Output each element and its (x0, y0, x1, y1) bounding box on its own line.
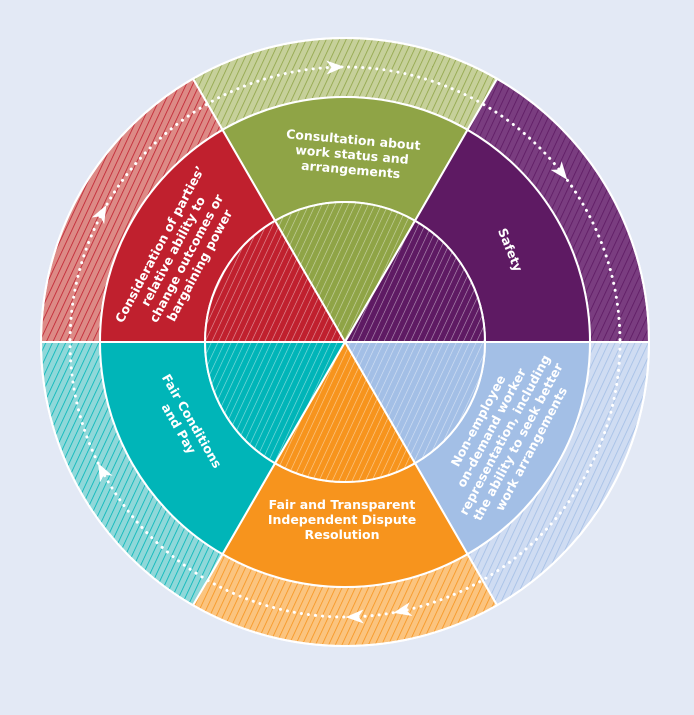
inner-hatched-wedge (273, 339, 417, 483)
inner-hatched-wedge (203, 341, 347, 465)
direction-arrow-icon (345, 609, 364, 624)
inner-hatched-wedge (343, 219, 487, 343)
label-line: Fair and Transparent (269, 497, 416, 512)
label-line: Resolution (304, 527, 379, 542)
inner-hatched-wedge (203, 219, 347, 343)
segment-safety (343, 77, 651, 343)
segment-consultation (191, 37, 499, 345)
direction-arrow-icon (91, 204, 107, 225)
inner-hatched-wedge (343, 341, 487, 465)
segment-dispute (191, 339, 499, 647)
direction-arrow-icon (326, 60, 345, 75)
segment-representation (343, 341, 651, 607)
cycle-dotted-path (68, 60, 622, 624)
direction-arrow-icon (393, 602, 413, 616)
segment-bargaining (39, 77, 347, 343)
label-line: Independent Dispute (268, 512, 416, 527)
direction-arrow-icon (550, 161, 568, 180)
direction-arrow-icon (97, 463, 113, 483)
inner-hatched-wedge (273, 201, 417, 345)
